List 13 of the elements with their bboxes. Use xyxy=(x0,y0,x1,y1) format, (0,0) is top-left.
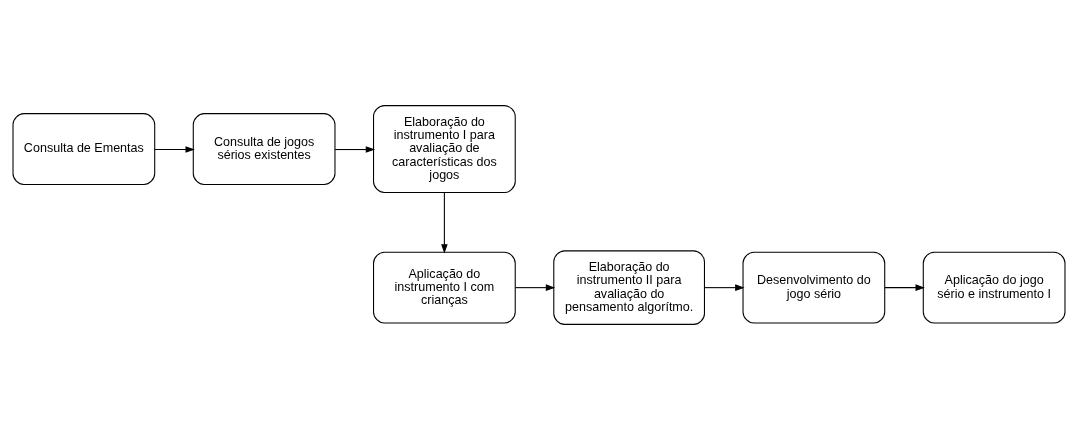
arrow xyxy=(704,283,745,291)
node-box: Aplicação do instrumento I com crianças xyxy=(373,251,516,324)
arrow xyxy=(441,191,448,254)
node-box: Consulta de Ementas xyxy=(12,112,156,185)
node-box: Elaboração do instrumento II para avaliação do pensamento algorítmo. xyxy=(553,249,705,325)
arrow xyxy=(514,283,556,291)
arrow xyxy=(334,145,376,153)
arrow xyxy=(884,283,925,291)
node-box: Desenvolvimento do jogo sério xyxy=(742,251,886,324)
arrow xyxy=(154,145,195,153)
node-box: Aplicação do jogo sério e instrumento I xyxy=(922,251,1066,324)
node-box: Elaboração do instrumento I para avaliação de características dos jogos xyxy=(373,104,516,193)
node-box: Consulta de jogos sérios existentes xyxy=(192,112,336,185)
